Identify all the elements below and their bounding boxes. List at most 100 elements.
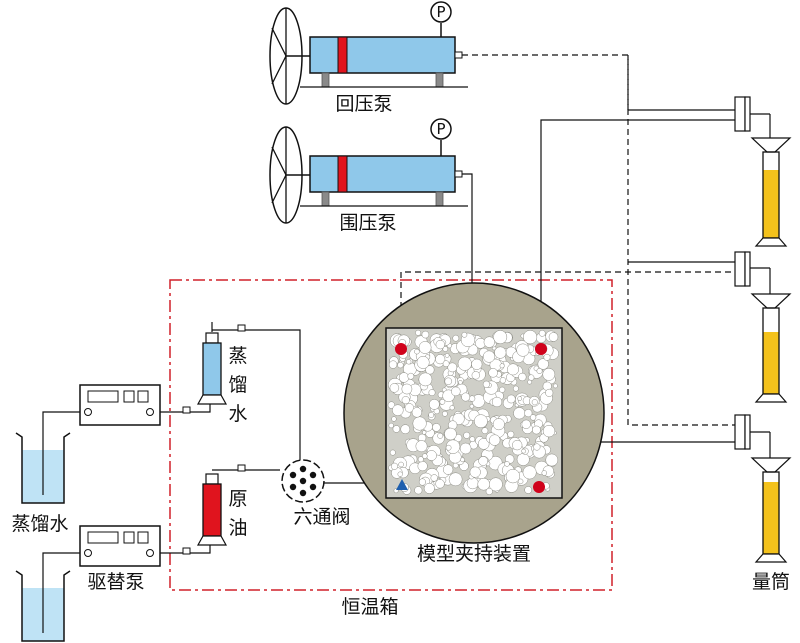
- glass-bead: [407, 372, 415, 380]
- glass-bead: [513, 407, 526, 420]
- glass-bead: [414, 348, 420, 355]
- displacement-pump-label: 驱替泵: [87, 571, 144, 593]
- glass-bead: [397, 471, 403, 477]
- glass-bead: [390, 462, 399, 470]
- glass-bead: [444, 353, 450, 358]
- piston: [337, 155, 348, 193]
- glass-bead: [523, 330, 538, 345]
- glass-bead: [445, 444, 452, 451]
- back-pressure-pump: [269, 1, 468, 105]
- glass-bead: [469, 404, 475, 409]
- measuring-cylinder: [750, 293, 792, 403]
- glass-bead: [398, 372, 410, 383]
- glass-bead: [527, 379, 532, 385]
- glass-bead: [421, 430, 427, 435]
- probe-top-left: [395, 343, 407, 355]
- outlet-line-top-right: [540, 119, 735, 348]
- glass-bead: [485, 487, 493, 495]
- glass-bead: [425, 365, 435, 375]
- glass-bead: [392, 404, 404, 416]
- glass-bead: [457, 356, 472, 371]
- glass-bead: [481, 427, 489, 435]
- glass-bead: [542, 368, 556, 381]
- glass-bead: [477, 438, 490, 450]
- confining-pressure-pump-label: 围压泵: [339, 212, 396, 234]
- glass-bead: [505, 468, 521, 484]
- glass-bead: [471, 371, 480, 380]
- glass-bead: [418, 478, 426, 486]
- glass-bead: [543, 353, 551, 361]
- glass-bead: [430, 474, 438, 482]
- glass-bead: [531, 399, 538, 406]
- glass-bead: [488, 368, 498, 378]
- glass-bead: [417, 456, 424, 463]
- glass-bead: [442, 410, 448, 417]
- glass-bead: [392, 425, 401, 433]
- glass-bead: [499, 386, 506, 393]
- glass-bead: [548, 332, 559, 342]
- glass-bead: [444, 377, 453, 386]
- glass-bead: [469, 466, 481, 478]
- glass-bead: [398, 461, 404, 468]
- glass-bead: [388, 360, 398, 369]
- glass-bead: [528, 374, 535, 381]
- glass-bead: [411, 407, 423, 418]
- glass-bead: [461, 331, 468, 338]
- glass-bead: [493, 330, 508, 345]
- filter-connector: [734, 96, 751, 132]
- glass-bead: [389, 449, 396, 456]
- glass-bead: [391, 416, 397, 422]
- glass-bead: [460, 457, 465, 463]
- glass-bead: [423, 482, 435, 494]
- glass-bead: [491, 396, 503, 408]
- confining-pressure-line: [462, 173, 473, 285]
- glass-bead: [545, 388, 554, 397]
- measuring-cylinder-label: 量筒: [752, 571, 790, 593]
- crude-oil-label-1: 原: [228, 488, 247, 510]
- glass-bead: [499, 377, 507, 384]
- six-way-valve-label: 六通阀: [293, 506, 350, 528]
- filter-connector: [734, 414, 751, 450]
- glass-bead: [439, 398, 446, 405]
- glass-bead: [466, 477, 479, 490]
- glass-bead: [422, 453, 428, 459]
- distilled-water-reservoir: [15, 432, 71, 504]
- glass-bead: [435, 479, 445, 489]
- distilled-water-vessel-label-3: 水: [228, 403, 247, 425]
- glass-bead: [474, 414, 488, 429]
- glass-bead: [524, 409, 533, 418]
- glass-bead: [504, 461, 510, 467]
- glass-bead: [482, 380, 490, 388]
- glass-bead: [533, 443, 541, 451]
- glass-bead: [418, 372, 433, 387]
- glass-bead: [512, 385, 519, 392]
- filter-connector: [734, 251, 751, 287]
- crude-oil-label-2: 油: [228, 517, 247, 539]
- glass-bead: [435, 339, 445, 350]
- glass-bead: [452, 334, 460, 342]
- distilled-water-reservoir-label: 蒸馏水: [11, 513, 68, 535]
- measuring-cylinder: [750, 137, 792, 247]
- glass-bead: [507, 363, 519, 376]
- glass-bead: [416, 355, 430, 369]
- glass-bead: [404, 403, 415, 413]
- probe-bottom-right: [533, 481, 545, 493]
- glass-bead: [521, 448, 527, 454]
- glass-bead: [401, 396, 410, 405]
- glass-bead: [432, 423, 441, 432]
- glass-bead: [421, 330, 430, 339]
- glass-bead: [541, 470, 548, 476]
- glass-bead: [414, 486, 423, 495]
- glass-bead: [478, 456, 489, 466]
- glass-bead: [494, 346, 507, 359]
- glass-bead: [451, 386, 461, 397]
- glass-bead: [507, 430, 515, 438]
- glass-bead: [428, 389, 436, 397]
- glass-bead: [389, 383, 400, 393]
- glass-bead: [428, 412, 435, 418]
- glass-bead: [415, 329, 422, 336]
- glass-bead: [449, 405, 455, 411]
- glass-bead: [518, 372, 527, 382]
- glass-bead: [461, 392, 471, 402]
